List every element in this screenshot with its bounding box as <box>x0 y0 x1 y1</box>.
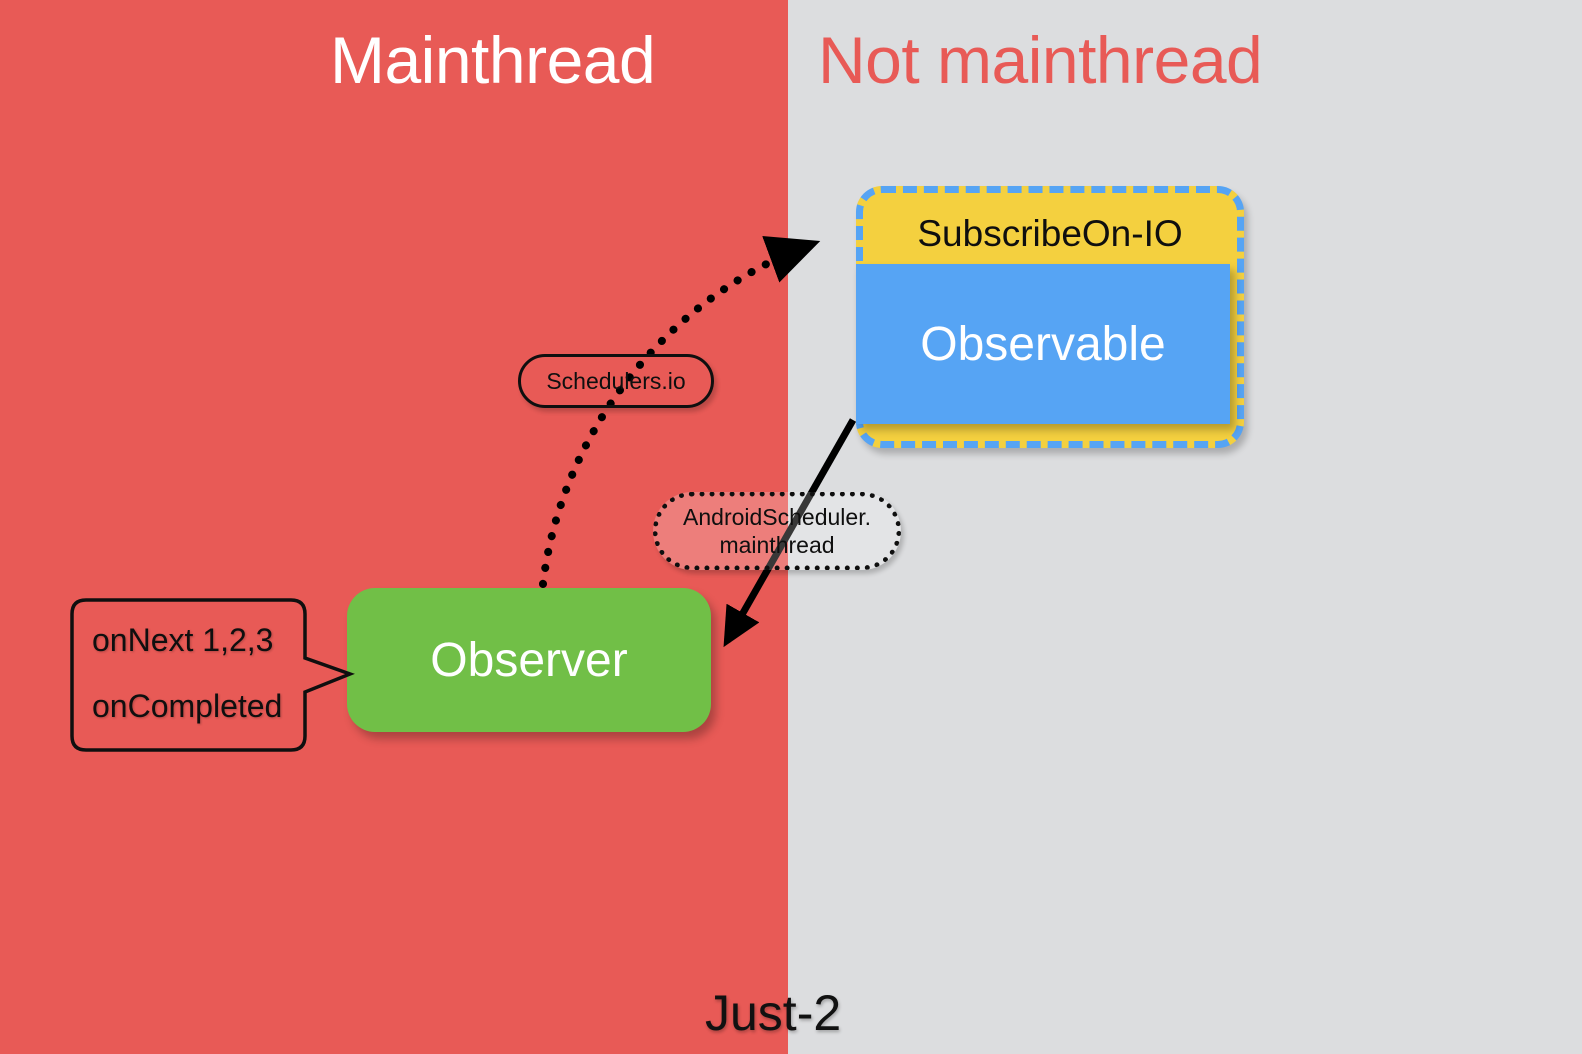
callout-bubble-shape <box>70 598 355 752</box>
not-mainthread-title: Not mainthread <box>818 23 1263 97</box>
callout-line-on-next: onNext 1,2,3 <box>92 622 274 658</box>
android-scheduler-line1: AndroidScheduler. <box>683 503 871 530</box>
not-mainthread-region <box>788 0 1582 1054</box>
observable-box[interactable]: Observable <box>856 264 1230 424</box>
android-scheduler-line2: mainthread <box>719 532 835 558</box>
mainthread-title: Mainthread <box>330 23 656 97</box>
schedulers-io-pill[interactable]: Schedulers.io <box>518 354 714 408</box>
observer-box[interactable]: Observer <box>347 588 711 732</box>
android-scheduler-pill[interactable]: AndroidScheduler. mainthread <box>653 492 901 570</box>
schedulers-io-label: Schedulers.io <box>546 367 686 394</box>
callout-line-on-completed: onCompleted <box>92 688 283 724</box>
observable-label: Observable <box>920 317 1166 371</box>
footer-caption: Just-2 <box>705 985 842 1041</box>
android-scheduler-label: AndroidScheduler. mainthread <box>683 503 871 559</box>
subscribe-on-io-label: SubscribeOn-IO <box>917 213 1183 254</box>
observer-label: Observer <box>430 633 628 687</box>
events-callout: onNext 1,2,3 onCompleted <box>70 584 355 762</box>
